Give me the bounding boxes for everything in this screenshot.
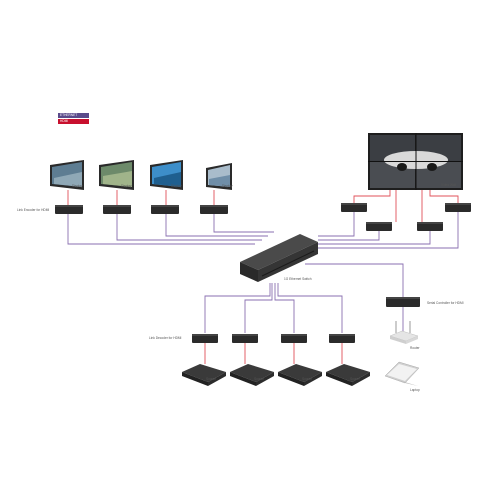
ethernet-switch	[240, 234, 318, 282]
label-switch: 1G Ethernet Switch	[284, 277, 312, 281]
label-display-4: Display	[222, 184, 233, 188]
ethernet-line-serial	[305, 263, 404, 297]
decoder-2	[232, 334, 258, 343]
diagram-labels: Display Display Display Display Video Wa…	[17, 183, 464, 392]
ethernet-line-decoder-3	[274, 283, 295, 333]
ethernet-line-encoder-2	[116, 214, 262, 241]
wall-decoder-4	[445, 203, 471, 212]
label-source-1: Source	[206, 377, 216, 381]
legend-hdmi: HDMI	[58, 119, 89, 124]
label-source-4: Source	[350, 377, 360, 381]
decoder-1	[192, 334, 218, 343]
display-1	[50, 160, 84, 190]
encoder-3	[151, 205, 179, 214]
legend-ethernet: ETHERNET	[58, 113, 89, 118]
label-laptop: Laptop	[410, 388, 420, 392]
decoder-3	[281, 334, 307, 343]
encoder-4	[200, 205, 228, 214]
hdmi-line-wall-1	[353, 190, 391, 203]
video-wall	[368, 133, 463, 190]
label-display-3: Display	[171, 184, 182, 188]
encoder-1	[55, 205, 83, 214]
ethernet-line-wall-1	[318, 212, 355, 237]
display-2	[99, 160, 134, 190]
wall-decoder-3	[417, 222, 443, 231]
wall-decoder-2	[366, 222, 392, 231]
ethernet-line-encoder-1	[67, 214, 255, 245]
wall-decoder-1	[341, 203, 367, 212]
source-4	[326, 364, 370, 386]
label-router: Router	[410, 346, 421, 350]
decoder-4	[329, 334, 355, 343]
laptop	[384, 361, 420, 386]
ethernet-line-wall-3	[318, 230, 431, 245]
source-3	[278, 364, 322, 386]
label-source-3: Source	[302, 377, 312, 381]
ethernet-line-decoder-4	[277, 283, 343, 333]
label-display-1: Display	[72, 184, 83, 188]
ethernet-line-wall-2	[318, 230, 380, 241]
display-4	[206, 163, 232, 190]
source-2	[230, 364, 274, 386]
encoder-2	[103, 205, 131, 214]
label-video-wall: Video Wall	[441, 183, 456, 187]
label-serial-controller: Serial Controller for HDMI	[427, 301, 464, 305]
label-display-2: Display	[121, 184, 132, 188]
label-decoder-group: Link Decoder for HDMI	[149, 336, 182, 340]
hdmi-line-wall-4	[429, 190, 459, 203]
hdmi-connections	[67, 190, 459, 364]
ethernet-connections	[67, 212, 459, 334]
display-3	[150, 160, 183, 190]
serial-controller	[386, 297, 420, 307]
ethernet-line-decoder-2	[244, 283, 273, 333]
ethernet-line-encoder-4	[213, 214, 274, 233]
label-encoder-group: Link Encoder for HDMI	[17, 208, 49, 212]
label-source-2: Source	[254, 377, 264, 381]
source-1	[182, 364, 226, 386]
ethernet-line-decoder-1	[204, 283, 271, 333]
router	[389, 321, 419, 344]
ethernet-line-encoder-3	[165, 214, 268, 237]
ethernet-line-wall-4	[318, 212, 459, 249]
